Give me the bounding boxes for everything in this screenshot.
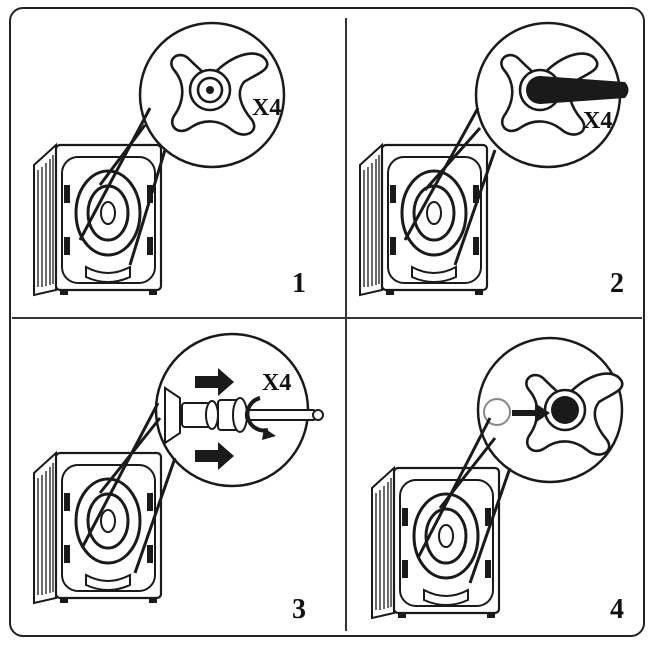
step-2-panel: X4 2 bbox=[0, 0, 656, 317]
step-number: 4 bbox=[610, 594, 624, 625]
step-number: 2 bbox=[610, 268, 624, 299]
step-3-panel: X4 3 bbox=[0, 318, 345, 638]
step-1-panel: X4 1 bbox=[0, 0, 345, 317]
multiplier-label: X4 bbox=[262, 370, 292, 396]
vertical-divider bbox=[345, 18, 347, 631]
step-1-illustration bbox=[32, 21, 286, 297]
rotate-arrow-icon bbox=[245, 396, 269, 433]
arrow-icon bbox=[512, 403, 550, 423]
step-number: 1 bbox=[292, 268, 306, 299]
plug-cap-icon bbox=[551, 396, 579, 424]
arrow-icon bbox=[195, 442, 234, 470]
arrow-icon bbox=[195, 368, 234, 396]
instruction-frame bbox=[9, 7, 645, 637]
step-number: 3 bbox=[292, 594, 306, 625]
wrench-icon bbox=[540, 76, 629, 104]
horizontal-divider bbox=[12, 317, 642, 319]
step-2-illustration bbox=[358, 21, 629, 297]
step-4-panel: 4 bbox=[0, 318, 656, 638]
step-3-illustration bbox=[32, 332, 324, 605]
multiplier-label: X4 bbox=[583, 108, 613, 134]
step-4-illustration bbox=[370, 336, 624, 620]
multiplier-label: X4 bbox=[252, 95, 282, 121]
